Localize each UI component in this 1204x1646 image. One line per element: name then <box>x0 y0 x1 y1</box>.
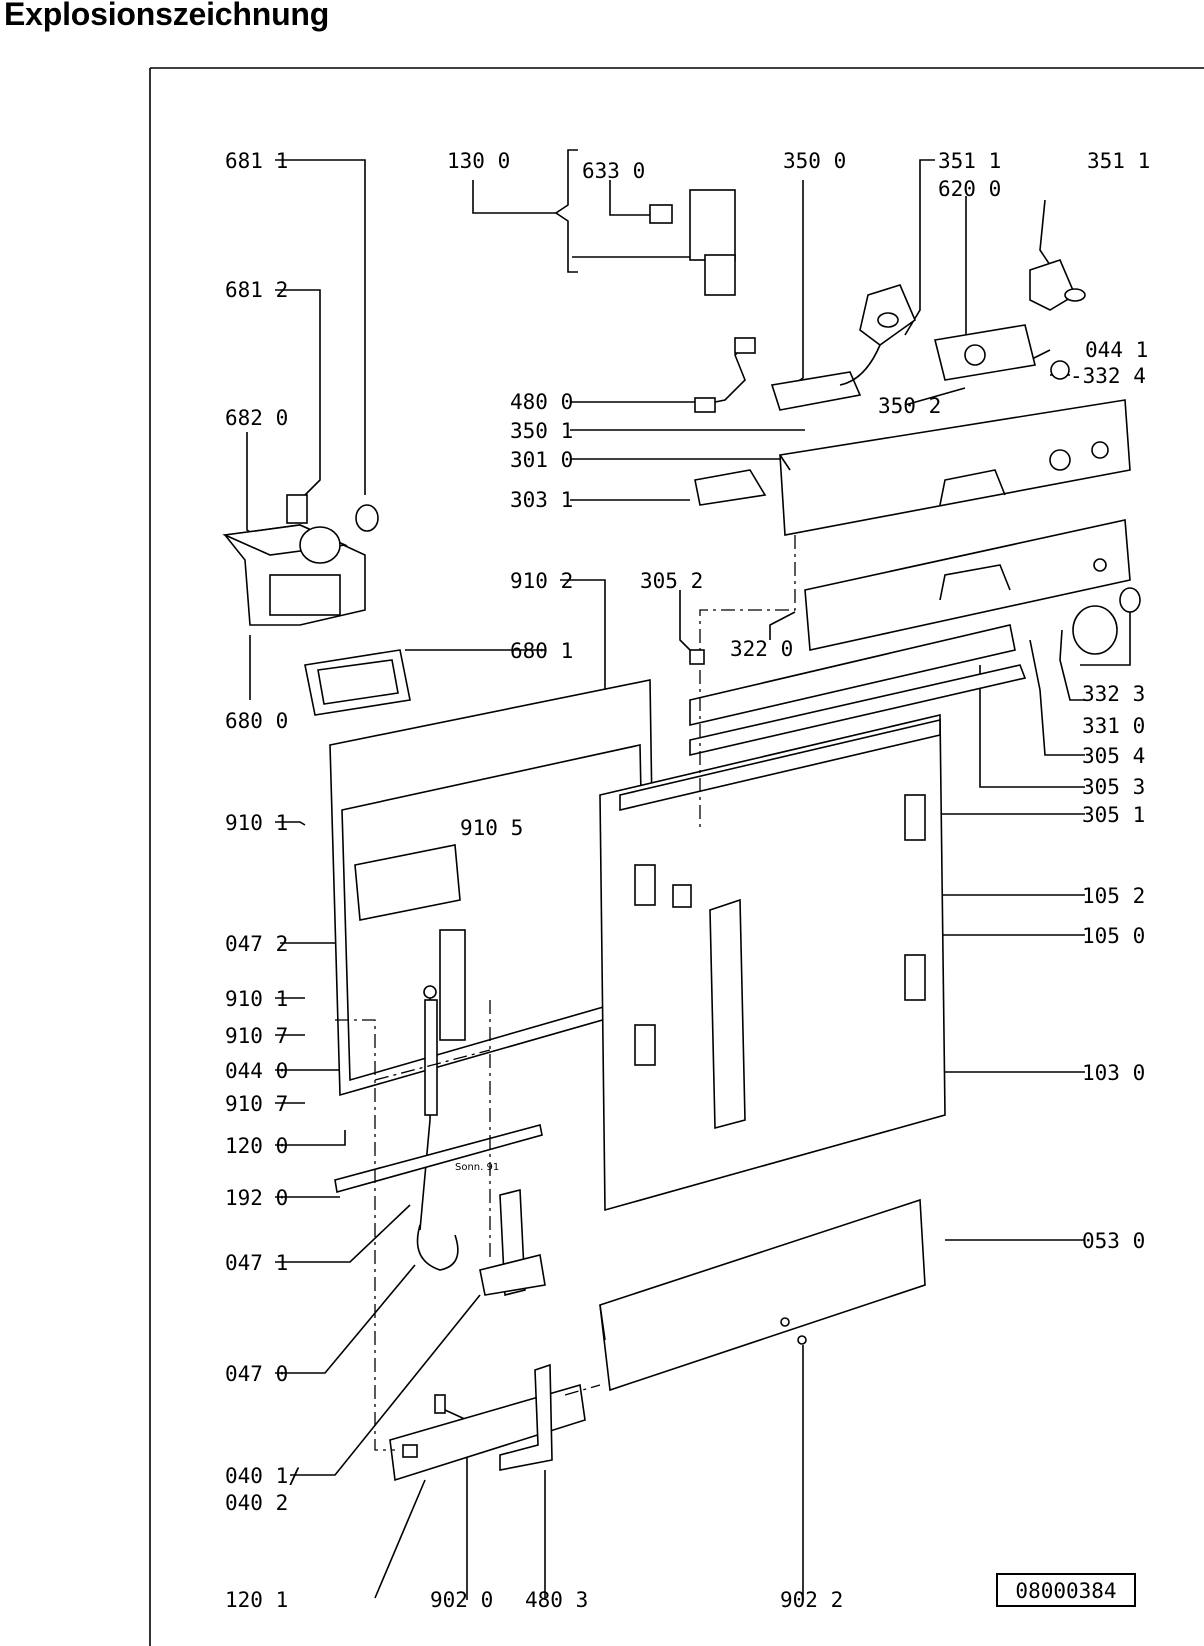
label-044-1: 044 1 <box>1085 338 1148 362</box>
label-910-7a: 910 7 <box>225 1024 288 1048</box>
label-040-1: 040 1/ <box>225 1464 301 1488</box>
label-910-1a: 910 1 <box>225 811 288 835</box>
part-cable-harness <box>694 337 756 413</box>
label-305-3: 305 3 <box>1082 775 1145 799</box>
label-480-0: 480 0 <box>510 390 573 414</box>
label-305-4: 305 4 <box>1082 744 1145 768</box>
part-inner-door <box>329 679 656 1097</box>
part-strip: Sonn. 91 <box>334 1124 543 1194</box>
page-title: Explosionszeichnung <box>4 0 330 32</box>
label-351-1a: 351 1 <box>938 149 1001 173</box>
part-detergent-dispenser <box>222 494 366 626</box>
label-680-0: 680 0 <box>225 709 288 733</box>
label-620-0: 620 0 <box>938 177 1001 201</box>
label-331-0: 331 0 <box>1082 714 1145 738</box>
part-control-panel <box>779 399 1131 536</box>
label-350-1: 350 1 <box>510 419 573 443</box>
callout-labels: 681 1 681 2 682 0 680 0 680 1 130 0 633 … <box>225 149 1150 1612</box>
label-633-0: 633 0 <box>582 159 645 183</box>
label-130-0: 130 0 <box>447 149 510 173</box>
label-910-7b: 910 7 <box>225 1092 288 1116</box>
drawing-frame <box>149 67 1204 1646</box>
label-120-0: 120 0 <box>225 1134 288 1158</box>
label-332-3: 332 3 <box>1082 682 1145 706</box>
label-120-1: 120 1 <box>225 1588 288 1612</box>
label-350-0: 350 0 <box>783 149 846 173</box>
label-351-1b: 351 1 <box>1087 149 1150 173</box>
label-350-2: 350 2 <box>878 394 941 418</box>
part-handle-cover <box>355 504 379 532</box>
part-control-board <box>770 284 916 411</box>
stamp-text: Sonn. 91 <box>455 1162 499 1173</box>
label-040-2: 040 2 <box>225 1491 288 1515</box>
label-192-0: 192 0 <box>225 1186 288 1210</box>
label-910-2: 910 2 <box>510 569 573 593</box>
label-332-4: -332 4 <box>1070 364 1146 388</box>
label-910-5: 910 5 <box>460 816 523 840</box>
part-panel-insert <box>694 469 767 506</box>
label-053-0: 053 0 <box>1082 1229 1145 1253</box>
label-044-0: 044 0 <box>225 1059 288 1083</box>
label-301-0: 301 0 <box>510 448 573 472</box>
label-305-2: 305 2 <box>640 569 703 593</box>
part-outer-door <box>599 713 946 1212</box>
label-103-0: 103 0 <box>1082 1061 1145 1085</box>
label-682-0: 682 0 <box>225 406 288 430</box>
label-680-1: 680 1 <box>510 639 573 663</box>
part-door-switch <box>649 189 736 296</box>
label-902-2: 902 2 <box>780 1588 843 1612</box>
assembly-axes <box>335 535 796 1451</box>
label-105-2: 105 2 <box>1082 884 1145 908</box>
part-hinge-assembly <box>416 1188 546 1297</box>
label-322-0: 322 0 <box>730 637 793 661</box>
label-047-1: 047 1 <box>225 1251 288 1275</box>
part-programmer <box>934 259 1086 381</box>
label-047-0: 047 0 <box>225 1362 288 1386</box>
part-front-fascia <box>804 519 1131 651</box>
part-door-rail <box>689 624 1027 757</box>
part-knob <box>1072 587 1141 655</box>
label-105-0: 105 0 <box>1082 924 1145 948</box>
label-681-2: 681 2 <box>225 278 288 302</box>
label-305-1: 305 1 <box>1082 803 1145 827</box>
label-910-1b: 910 1 <box>225 987 288 1011</box>
label-303-1: 303 1 <box>510 488 573 512</box>
drawing-number-box: 08000384 <box>996 1573 1136 1607</box>
part-lower-bracket <box>389 1363 586 1482</box>
label-480-3: 480 3 <box>525 1588 588 1612</box>
label-902-0: 902 0 <box>430 1588 493 1612</box>
part-plinth <box>599 1198 926 1392</box>
label-681-1: 681 1 <box>225 149 288 173</box>
drawing-number: 08000384 <box>1015 1579 1116 1603</box>
part-spring <box>419 985 438 1231</box>
label-047-2: 047 2 <box>225 932 288 956</box>
part-gasket <box>304 649 411 716</box>
